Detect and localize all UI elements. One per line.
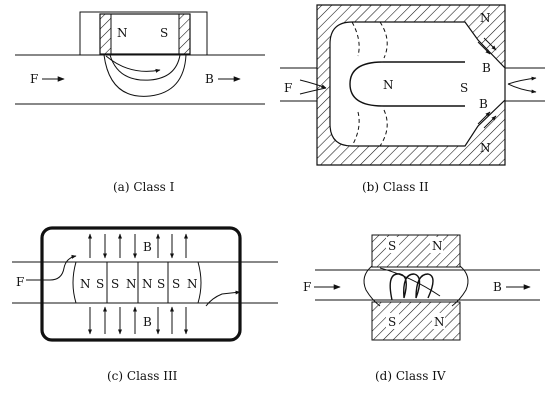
field-arrows-top	[88, 233, 188, 259]
label-s-bottom: S	[388, 315, 396, 329]
label-s-center: S	[460, 81, 468, 95]
pole-label-8: N	[187, 277, 198, 291]
label-n-bottom: N	[480, 141, 491, 155]
pole-label-2: S	[96, 277, 104, 291]
field-line-arrow	[105, 55, 161, 73]
field-line-right	[451, 265, 469, 307]
caption-class-2: (b) Class II	[362, 180, 429, 194]
magnet-body	[99, 13, 191, 55]
b-label-bg-bottom	[141, 313, 155, 329]
magnet-bottom	[371, 301, 461, 341]
label-f: F	[16, 275, 24, 289]
pole-label-6: S	[157, 277, 165, 291]
field-line-left	[363, 265, 381, 307]
magnet-top	[371, 234, 461, 268]
b-label-bg-top	[141, 238, 155, 254]
flow-arrow-out-upper	[507, 76, 537, 85]
label-b-top: B	[143, 240, 152, 254]
flow-arrow-in-upper	[299, 79, 327, 89]
label-b: B	[493, 280, 502, 294]
panel-class-2: F N S N N B B (b) Class II	[280, 4, 545, 194]
flow-arrow-out	[205, 290, 241, 307]
caption-class-3: (c) Class III	[107, 369, 178, 383]
pole-label-5: N	[142, 277, 153, 291]
label-f: F	[284, 81, 292, 95]
label-b-bottom: B	[479, 97, 488, 111]
flow-arrow-in-lower	[299, 87, 327, 95]
pole-label-1: N	[80, 277, 91, 291]
pole-label-7: S	[172, 277, 180, 291]
panel-class-4: S N S N F B (d) Class IV	[303, 234, 540, 383]
gap-arrow-bottom-1	[477, 111, 491, 125]
caption-class-4: (d) Class IV	[375, 369, 446, 383]
field-arrows-bottom	[88, 306, 188, 335]
magnet-pole-right	[178, 13, 191, 55]
pole-label-4: N	[126, 277, 137, 291]
gap-arrow-top-1	[477, 41, 491, 55]
field-line-inner	[109, 54, 181, 81]
panel-class-1: N S F B (a) Class I	[15, 11, 265, 194]
label-n-center: N	[383, 78, 394, 92]
label-bg-bottom-s	[386, 313, 399, 329]
label-bg-bottom-n	[432, 313, 445, 329]
field-line-outer	[103, 54, 187, 97]
gap-arrow-top-2	[483, 37, 497, 51]
magnet-pole-left	[99, 13, 112, 55]
panel-class-3: N S S N N S S N B B	[12, 226, 278, 383]
flow-arrow-in	[26, 254, 77, 281]
label-f: F	[30, 72, 38, 86]
dashed-line-top-left	[351, 21, 360, 57]
dashed-line-bottom-left	[351, 111, 360, 147]
pole-block	[72, 261, 202, 304]
flow-arrow-out-lower	[507, 83, 537, 94]
coil	[389, 273, 434, 301]
pole-label-3: S	[111, 277, 119, 291]
inner-pole	[349, 61, 465, 107]
label-s-top: S	[388, 239, 396, 253]
dashed-line-bottom-right	[379, 109, 388, 147]
label-bg-top-n	[430, 237, 443, 253]
label-f: F	[303, 280, 311, 294]
label-n: N	[117, 26, 128, 40]
caption-class-1: (a) Class I	[113, 180, 175, 194]
field-line-diagonal	[379, 267, 441, 297]
label-n-top: N	[432, 239, 443, 253]
label-n-bottom: N	[434, 315, 445, 329]
magnet-housing-hatched	[316, 4, 506, 166]
label-b-bottom: B	[143, 315, 152, 329]
dashed-line-top-right	[379, 21, 388, 59]
gap-arrow-bottom-2	[483, 115, 497, 129]
label-bg-top-s	[386, 237, 399, 253]
magnet-housing	[79, 11, 208, 55]
label-s: S	[160, 26, 168, 40]
label-n-top: N	[480, 11, 491, 25]
magnet-frame	[40, 226, 242, 342]
label-b-top: B	[482, 61, 491, 75]
label-b: B	[205, 72, 214, 86]
